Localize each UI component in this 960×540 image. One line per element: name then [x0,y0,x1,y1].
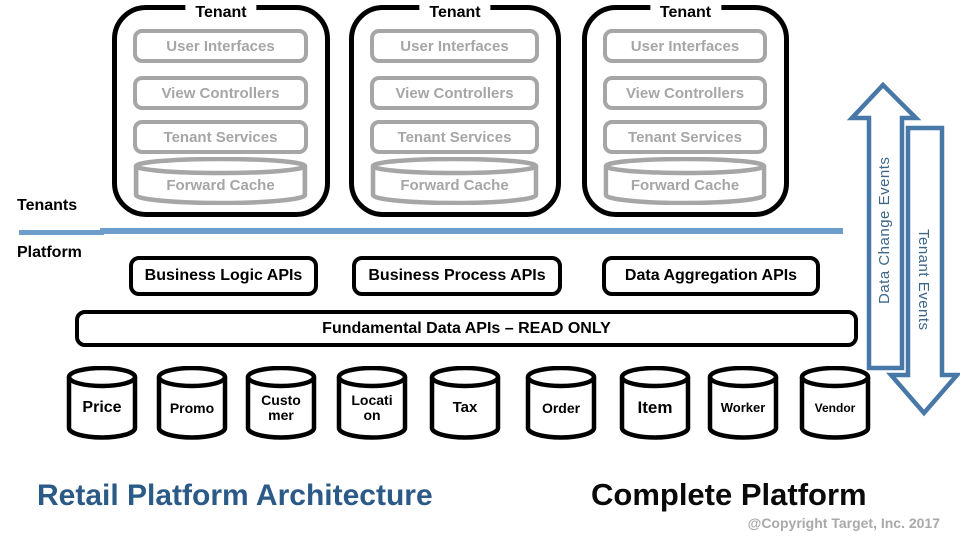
datastore-promo: Promo [156,366,228,440]
tenant-title: Tenant [419,3,491,22]
datastore-item: Item [619,366,691,440]
datastore-label: Item [637,398,673,418]
tenant-events-down-arrow [886,125,960,417]
datastore-label: Locati on [351,392,393,423]
layer-tenant-services: Tenant Services [603,120,767,154]
event-arrows [846,81,960,417]
platform-label: Platform [17,244,82,261]
cylinder-icon [245,366,317,440]
data-aggregation-apis-box: Data Aggregation APIs [602,256,820,296]
cylinder-icon [156,366,228,440]
layer-view-controllers: View Controllers [603,76,767,110]
tenant-title: Tenant [185,3,257,22]
forward-cache-label: Forward Cache [630,176,740,194]
cylinder-icon [619,366,691,440]
slide-title: Retail Platform Architecture [37,479,433,512]
datastore-label: Price [82,398,122,416]
tenant-title: Tenant [649,3,722,22]
layer-forward-cache: Forward Cache [370,157,539,205]
datastore-label: Worker [720,400,766,416]
complete-platform-label: Complete Platform [591,477,867,512]
datastore-label: Order [541,399,581,416]
datastore-label: Tax [452,399,478,417]
copyright-text: @Copyright Target, Inc. 2017 [747,515,940,531]
datastore-order: Order [525,366,597,440]
cylinder-icon [336,366,408,440]
layer-user-interfaces: User Interfaces [603,29,767,63]
forward-cache-label: Forward Cache [166,176,275,194]
fundamental-data-apis-box: Fundamental Data APIs – READ ONLY [75,310,858,347]
layer-view-controllers: View Controllers [370,76,539,110]
datastore-label: Vendor [814,400,856,415]
layer-tenant-services: Tenant Services [370,120,539,154]
cylinder-icon [799,366,871,440]
cylinder-icon [66,366,138,440]
forward-cache-label: Forward Cache [400,176,509,194]
cylinder-icon [429,366,501,440]
cylinder-icon [603,157,767,205]
datastore-price: Price [66,366,138,440]
tenant-platform-divider [100,228,843,234]
datastore-location: Locati on [336,366,408,440]
layer-view-controllers: View Controllers [133,76,308,110]
datastore-worker: Worker [707,366,779,440]
tenants-label: Tenants [17,197,78,214]
layer-forward-cache: Forward Cache [603,157,767,205]
tenant-platform-divider-left [19,230,104,235]
cylinder-icon [707,366,779,440]
datastore-customer: Custo mer [245,366,317,440]
business-process-apis-box: Business Process APIs [352,256,562,296]
business-logic-apis-box: Business Logic APIs [129,256,318,296]
layer-forward-cache: Forward Cache [133,157,308,205]
layer-user-interfaces: User Interfaces [133,29,308,63]
cylinder-icon [133,157,308,205]
data-change-events-up-arrow [846,81,922,371]
layer-user-interfaces: User Interfaces [370,29,539,63]
cylinder-icon [370,157,539,205]
tenant-events-label: Tenant Events [915,229,932,331]
datastore-vendor: Vendor [799,366,871,440]
tenant-box-3: Tenant User Interfaces View Controllers … [582,3,789,217]
datastore-tax: Tax [429,366,501,440]
datastore-label: Promo [169,399,215,416]
data-change-events-label: Data Change Events [876,156,893,304]
tenant-box-2: Tenant User Interfaces View Controllers … [349,3,561,217]
layer-tenant-services: Tenant Services [133,120,308,154]
tenant-box-1: Tenant User Interfaces View Controllers … [112,3,330,217]
cylinder-icon [525,366,597,440]
datastore-label: Custo mer [261,392,301,423]
